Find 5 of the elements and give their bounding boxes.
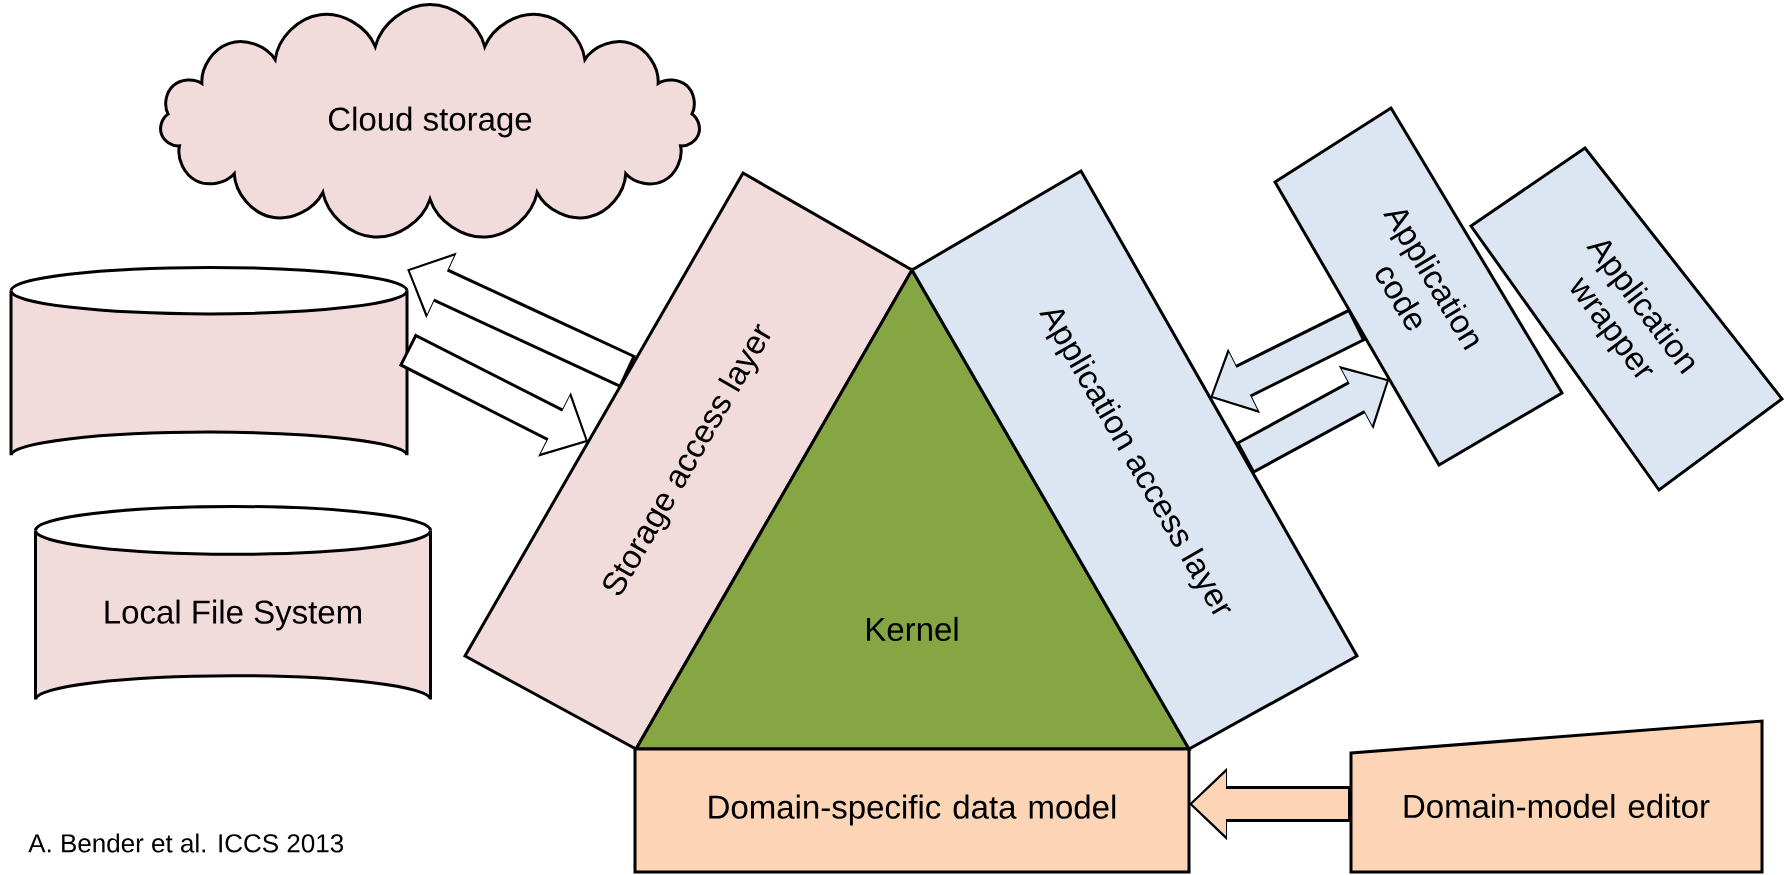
editor-box: Domain-model editor (1349, 719, 1764, 874)
database-cylinder (9, 266, 409, 457)
data-model-box: Domain-specific data model (633, 747, 1191, 874)
citation-text: A. Bender et al. ICCS 2013 (28, 833, 344, 853)
database-cylinder: Local File System (34, 505, 432, 702)
